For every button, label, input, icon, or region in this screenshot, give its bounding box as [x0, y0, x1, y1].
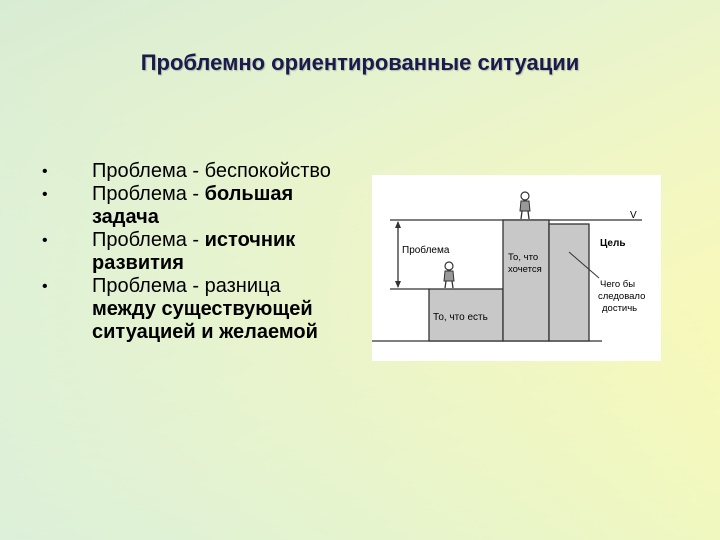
wanted-block: [502, 219, 550, 342]
bullet-item: • Проблема - разница между существующей …: [42, 275, 342, 344]
slide-title: Проблемно ориентированные ситуации: [140, 50, 580, 75]
pointer-line: [568, 251, 600, 279]
bullet-text: Проблема - беспокойство: [92, 160, 331, 182]
bullet-dot-icon: •: [42, 163, 48, 180]
person-top-icon: [519, 191, 531, 220]
arrow-down-icon: [395, 281, 401, 288]
problem-diagram-svg: Проблема V Цель То, что есть То, что хоч…: [372, 191, 645, 342]
problem-diagram: Проблема V Цель То, что есть То, что хоч…: [372, 175, 661, 361]
bullet-text: Проблема - разница: [92, 275, 281, 297]
bullet-bold-text: источник развития: [92, 229, 296, 274]
bullet-dot-icon: •: [42, 186, 48, 203]
current-state-block: [428, 288, 504, 342]
label-v: V: [630, 210, 637, 221]
bullet-item: • Проблема - большая задача: [42, 183, 342, 229]
bullet-item: • Проблема - источник развития: [42, 229, 342, 275]
label-should-2: следовало: [598, 291, 645, 302]
label-wanted-1: То, что: [508, 252, 538, 263]
bullet-dot-icon: •: [42, 232, 48, 249]
bullet-text: Проблема -: [92, 183, 205, 205]
bullet-bold-text: между существующей ситуацией и желаемой: [92, 298, 318, 343]
label-wanted-2: хочется: [508, 264, 542, 275]
label-current-state: То, что есть: [433, 312, 488, 323]
label-should-1: Чего бы: [600, 279, 635, 290]
label-problem: Проблема: [402, 244, 450, 256]
bullet-list: • Проблема - беспокойство • Проблема - б…: [42, 160, 342, 344]
label-should-3: достичь: [602, 303, 637, 314]
person-current-icon: [443, 261, 455, 289]
goal-block: [548, 223, 590, 342]
bullet-dot-icon: •: [42, 278, 48, 295]
label-goal: Цель: [600, 238, 626, 249]
bullet-bold-text: большая задача: [92, 183, 294, 228]
bullet-text: Проблема -: [92, 229, 205, 251]
bullet-item: • Проблема - беспокойство: [42, 160, 342, 183]
arrow-up-icon: [395, 221, 401, 228]
